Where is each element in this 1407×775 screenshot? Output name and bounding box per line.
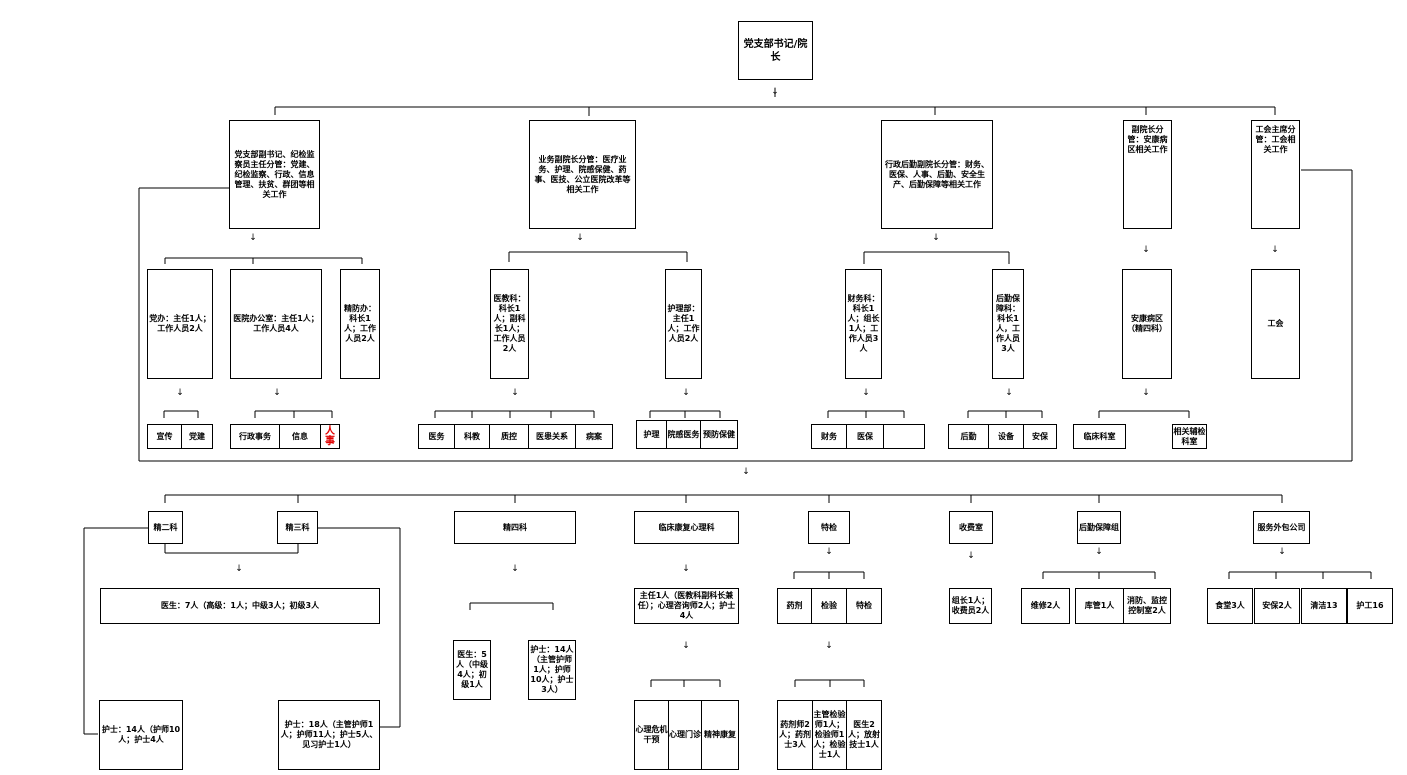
sub-unit: 维修2人 [1021,588,1070,624]
sub-unit: 食堂3人 [1207,588,1253,624]
down-arrow-icon: ↓ [235,564,243,574]
down-arrow-icon: ↓ [1278,547,1286,557]
down-arrow-icon: ↓ [932,233,940,243]
staff-node: 医生：7人（高级：1人；中级3人；初级3人 [100,588,380,624]
logistics-dept-node: 后勤保障科：科长1人，工作人员3人 [992,269,1024,379]
sub-unit: 医生2人；放射技士1人 [846,700,882,770]
sub-unit: 病案 [575,424,613,449]
sub-unit: 药剂 [777,588,812,624]
dept-node: 收费室 [949,511,993,544]
down-arrow-icon: ↓ [1142,388,1150,398]
vp-ankang-node: 副院长分管：安康病区相关工作 [1123,120,1172,229]
union-chair-node: 工会主席分管：工会相关工作 [1251,120,1300,229]
down-arrow-icon: ↓ [1005,388,1013,398]
sub-unit: 医务 [418,424,455,449]
nursing-dept-node: 护理部：主任1人；工作人员2人 [665,269,702,379]
dept-node: 服务外包公司 [1253,511,1310,544]
sub-unit: 党建 [181,424,213,449]
party-office-node: 党办：主任1人；工作人员2人 [147,269,213,379]
deputy-secretary-node: 党支部副书记、纪检监察员主任分管：党建、纪检监察、行政、信息管理、扶贫、群团等相… [229,120,320,229]
staff-node: 主任1人（医教科副科长兼任）；心理咨询师2人；护士4人 [634,588,739,624]
sub-unit: 主管检验师1人；检验师1人；检验士1人 [812,700,847,770]
admin-vp-node: 行政后勤副院长分管：财务、医保、人事、后勤、安全生产、后勤保障等相关工作 [881,120,993,229]
down-arrow-icon: ↓ [825,641,833,651]
sub-unit: 财务 [811,424,847,449]
down-arrow-icon: ↓ [273,388,281,398]
down-arrow-icon: ↓ [249,233,257,243]
staff-node: 护士：14人（护师10人；护士4人 [99,700,183,770]
down-arrow-icon: ↓ [682,388,690,398]
dept-node: 特检 [808,511,850,544]
business-vp-node: 业务副院长分管：医疗业务、护理、院感保健、药事、医技、公立医院改革等相关工作 [529,120,636,229]
sub-unit: 安保 [1023,424,1057,449]
staff-node: 组长1人；收费员2人 [949,588,992,624]
down-arrow-icon: ↓ [967,551,975,561]
sub-unit: 精神康复 [701,700,739,770]
down-arrow-icon: ↓ [511,388,519,398]
dept-node: 精三科 [277,511,318,544]
down-arrow-icon: ↓ [511,564,519,574]
sub-unit: 医患关系 [528,424,576,449]
sub-unit: 预防保健 [700,420,738,449]
sub-unit: 特检 [846,588,882,624]
sub-unit [883,424,925,449]
sub-unit: 心理危机干预 [634,700,669,770]
sub-unit: 行政事务 [230,424,280,449]
root-node: 党支部书记/院长 [738,21,813,80]
sub-unit: 人事 [320,424,340,449]
sub-unit: 质控 [489,424,529,449]
dept-node: 精二科 [148,511,183,544]
down-arrow-icon: ↓ [771,87,779,97]
sub-unit: 相关辅检科室 [1172,424,1207,449]
sub-unit: 设备 [988,424,1024,449]
down-arrow-icon: ↓ [682,564,690,574]
ankang-ward-node: 安康病区（精四科） [1122,269,1172,379]
sub-unit: 护理 [636,420,667,449]
staff-node: 护士：14人（主管护师1人；护师10人；护士3人） [528,640,576,700]
down-arrow-icon: ↓ [1142,245,1150,255]
dept-node: 精四科 [454,511,576,544]
sub-unit: 科教 [454,424,490,449]
sub-unit: 护工16 [1347,588,1393,624]
sub-unit: 心理门诊 [668,700,702,770]
sub-unit: 宣传 [147,424,182,449]
down-arrow-icon: ↓ [176,388,184,398]
down-arrow-icon: ↓ [825,547,833,557]
staff-node: 护士：18人（主管护师1人；护师11人；护士5人、见习护士1人） [278,700,380,770]
dept-node: 临床康复心理科 [634,511,739,544]
down-arrow-icon: ↓ [742,467,750,477]
sub-unit: 院感医务 [666,420,701,449]
union-node: 工会 [1251,269,1300,379]
sub-unit: 医保 [846,424,884,449]
mental-prevention-office-node: 精防办：科长1人；工作人员2人 [340,269,380,379]
sub-unit: 药剂师2人；药剂士3人 [777,700,813,770]
down-arrow-icon: ↓ [1095,547,1103,557]
down-arrow-icon: ↓ [576,233,584,243]
sub-unit: 安保2人 [1254,588,1300,624]
sub-unit: 消防、监控控制室2人 [1123,588,1171,624]
sub-unit: 库管1人 [1075,588,1124,624]
sub-unit: 信息 [279,424,321,449]
sub-unit: 临床科室 [1073,424,1126,449]
down-arrow-icon: ↓ [1271,245,1279,255]
sub-unit: 后勤 [948,424,989,449]
sub-unit: 清洁13 [1301,588,1347,624]
down-arrow-icon: ↓ [862,388,870,398]
staff-node: 医生：5人（中级4人；初级1人 [453,640,491,700]
down-arrow-icon: ↓ [682,641,690,651]
sub-unit: 检验 [811,588,847,624]
medical-education-node: 医教科：科长1人；副科长1人；工作人员2人 [490,269,529,379]
finance-node: 财务科：科长1人；组长1人；工作人员3人 [845,269,882,379]
dept-node: 后勤保障组 [1077,511,1121,544]
hospital-office-node: 医院办公室：主任1人；工作人员4人 [230,269,322,379]
